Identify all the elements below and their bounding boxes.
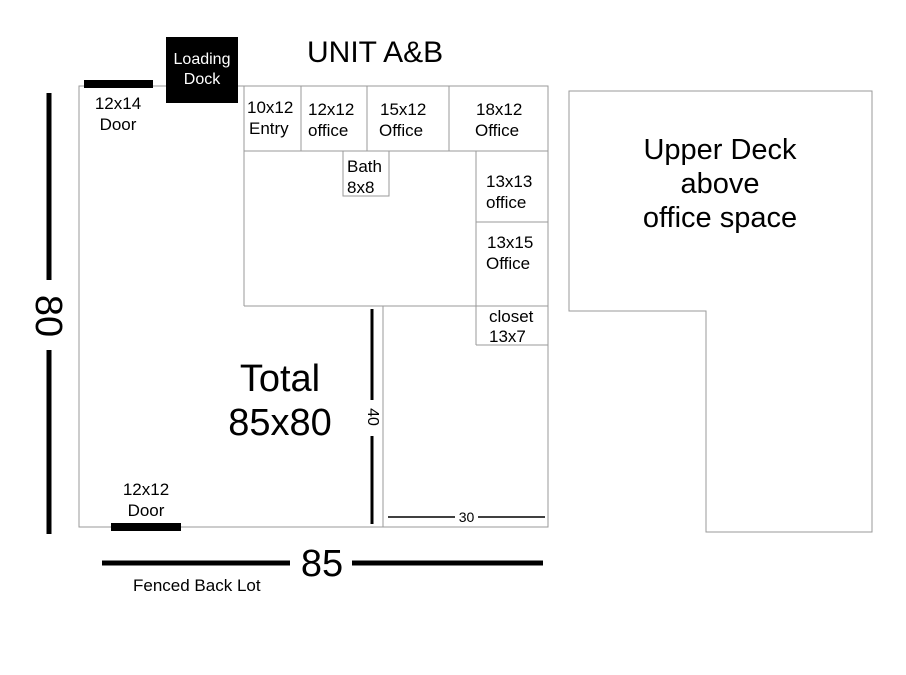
total-label: Total [239,358,321,400]
upper-deck-line3: office space [642,202,798,234]
inner-width-dimension-label: 30 [458,509,475,525]
width-dimension-label: 85 [300,543,344,585]
room-bath-size: 8x8 [347,178,375,197]
door-top-label: Door [99,115,137,134]
room-office-13x15-name: Office [486,254,531,273]
total-size: 85x80 [228,402,332,444]
height-dimension-label: 80 [27,294,69,338]
room-office-15x12-size: 15x12 [380,100,427,119]
room-office-18x12-size: 18x12 [476,100,523,119]
room-office-12x12-name: office [308,121,349,140]
loading-dock: Loading Dock [166,37,238,103]
room-office-12x12-size: 12x12 [308,100,355,119]
room-office-13x13-size: 13x13 [486,172,533,191]
room-entry-size: 10x12 [247,98,294,117]
room-office-13x13-name: office [486,193,527,212]
fenced-back-lot-label: Fenced Back Lot [133,576,261,595]
upper-deck-outline [568,90,873,533]
door-top-size: 12x14 [94,94,142,113]
room-bath-name: Bath [347,157,382,176]
upper-deck-line2: above [680,168,760,200]
loading-dock-label-line1: Loading [173,51,231,68]
room-closet-size: 13x7 [489,327,526,346]
room-office-15x12-name: Office [379,121,424,140]
bath-outline [342,150,390,197]
upper-deck-line1: Upper Deck [643,134,797,166]
inner-height-dimension-label: 40 [364,408,381,426]
door-bottom-size: 12x12 [122,480,170,499]
loading-dock-label-line2: Dock [183,71,221,88]
room-entry-name: Entry [249,119,289,138]
room-closet-name: closet [489,307,534,326]
room-office-18x12-name: Office [475,121,520,140]
room-office-13x15-size: 13x15 [487,233,534,252]
door-bottom-label: Door [127,501,165,520]
page-title: UNIT A&B [307,36,444,69]
